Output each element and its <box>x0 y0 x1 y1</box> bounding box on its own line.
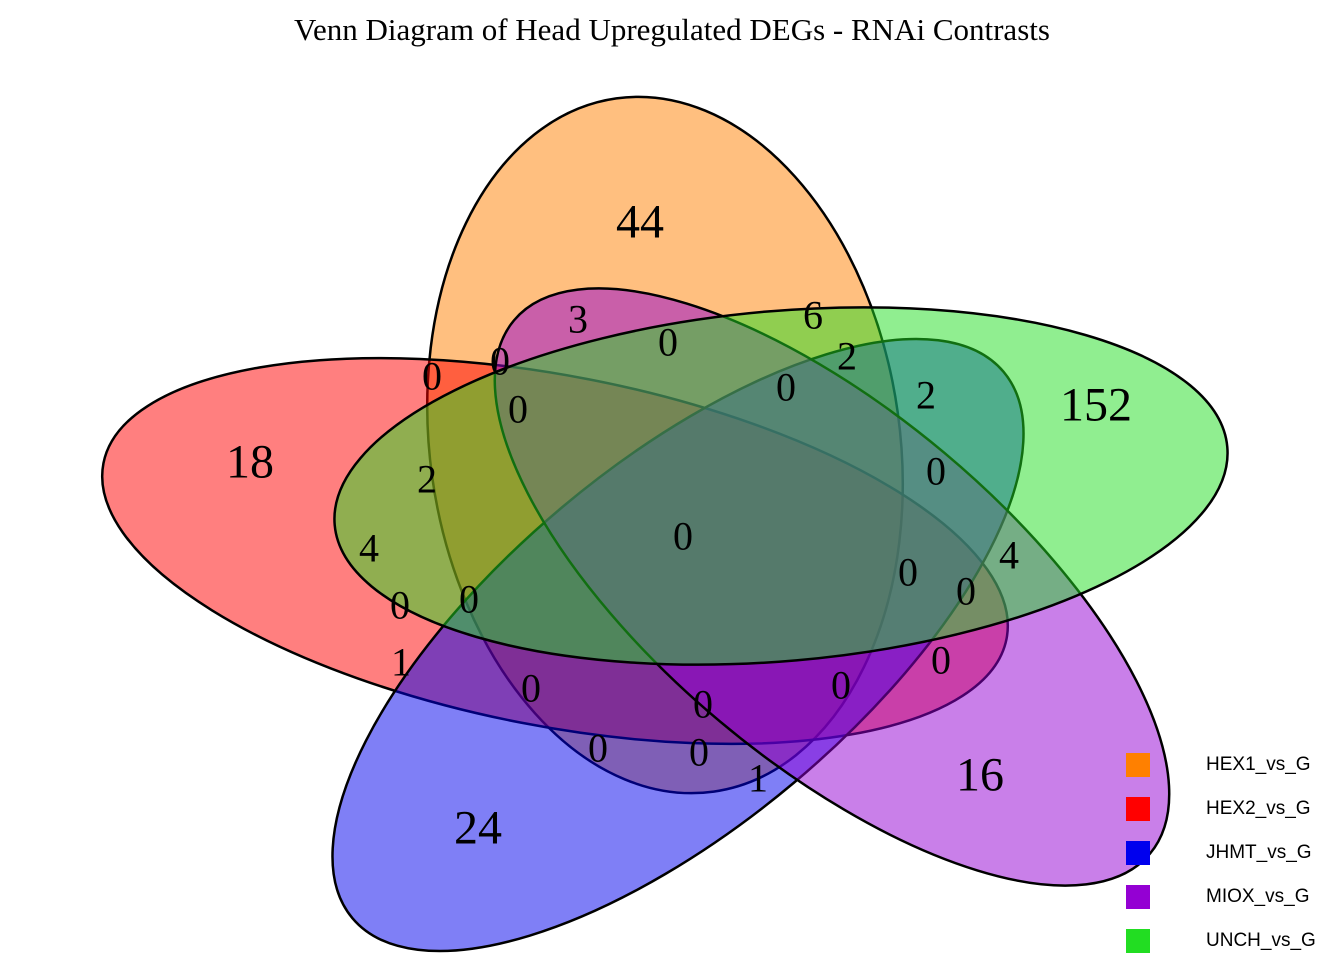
legend-swatch-hex2 <box>1126 797 1150 821</box>
venn-region-count-hex1-hex2-miox: 0 <box>490 339 510 384</box>
legend-label-jhmt: JHMT_vs_G <box>1206 842 1312 863</box>
chart-title: Venn Diagram of Head Upregulated DEGs - … <box>294 12 1050 47</box>
venn-region-count-miox: 16 <box>956 749 1004 802</box>
venn-region-count-hex1: 44 <box>616 196 664 249</box>
legend-item-jhmt: JHMT_vs_G <box>1126 841 1344 865</box>
legend-label-unch: UNCH_vs_G <box>1206 930 1316 951</box>
venn-region-count-hex1-hex2-jhmt-miox-unch: 0 <box>673 514 693 559</box>
legend: HEX1_vs_G HEX2_vs_G JHMT_vs_G MIOX_vs_G UNCH… <box>1126 753 1344 960</box>
venn-region-count-jhmt-miox-unch: 0 <box>926 449 946 494</box>
legend-swatch-hex1 <box>1126 753 1150 777</box>
venn-region-count-hex2-miox-unch: 0 <box>956 569 976 614</box>
legend-label-hex1: HEX1_vs_G <box>1206 754 1311 775</box>
venn-region-count-hex1-unch: 6 <box>803 293 823 338</box>
legend-label-miox: MIOX_vs_G <box>1206 886 1310 907</box>
legend-swatch-unch <box>1126 929 1150 953</box>
venn-region-count-hex2: 18 <box>226 436 274 489</box>
venn-region-count-hex2-jhmt: 1 <box>391 640 411 685</box>
legend-item-hex1: HEX1_vs_G <box>1126 753 1344 777</box>
venn-region-count-hex1-miox: 3 <box>568 297 588 342</box>
venn-region-count-hex2-jhmt-miox: 0 <box>831 663 851 708</box>
venn-region-count-hex2-miox: 0 <box>931 638 951 683</box>
venn-region-count-hex1-miox-unch: 0 <box>658 320 678 365</box>
legend-item-miox: MIOX_vs_G <box>1126 885 1344 909</box>
venn-region-count-hex1-hex2-jhmt: 0 <box>521 666 541 711</box>
venn-ellipse-unch <box>333 306 1229 666</box>
venn-region-count-hex1-jhmt: 0 <box>588 726 608 771</box>
venn-region-count-unch: 152 <box>1060 379 1132 432</box>
legend-item-hex2: HEX2_vs_G <box>1126 797 1344 821</box>
venn-region-count-jhmt-miox: 1 <box>748 756 768 801</box>
venn-region-count-hex1-hex2-jhmt-unch: 0 <box>459 577 479 622</box>
venn-region-count-jhmt-unch: 2 <box>916 373 936 418</box>
legend-label-hex2: HEX2_vs_G <box>1206 798 1311 819</box>
venn-region-count-hex1-jhmt-unch: 2 <box>837 334 857 379</box>
venn-region-count-hex1-hex2-unch: 2 <box>417 457 437 502</box>
legend-swatch-miox <box>1126 885 1150 909</box>
legend-swatch-jhmt <box>1126 841 1150 865</box>
venn-region-count-hex1-jhmt-miox-unch: 0 <box>776 365 796 410</box>
venn-region-count-hex1-hex2-jhmt-miox: 0 <box>693 682 713 727</box>
venn-region-count-hex1-hex2-miox-unch: 0 <box>508 387 528 432</box>
venn-region-count-hex2-unch: 4 <box>359 526 379 571</box>
venn-region-count-jhmt: 24 <box>454 802 502 855</box>
venn-region-count-hex1-jhmt-miox: 0 <box>689 730 709 775</box>
venn-region-count-hex1-hex2: 0 <box>422 354 442 399</box>
venn-region-count-miox-unch: 4 <box>999 533 1019 578</box>
venn-region-count-hex2-jhmt-miox-unch: 0 <box>898 550 918 595</box>
legend-item-unch: UNCH_vs_G <box>1126 929 1344 953</box>
venn-region-count-hex2-jhmt-unch: 0 <box>390 583 410 628</box>
